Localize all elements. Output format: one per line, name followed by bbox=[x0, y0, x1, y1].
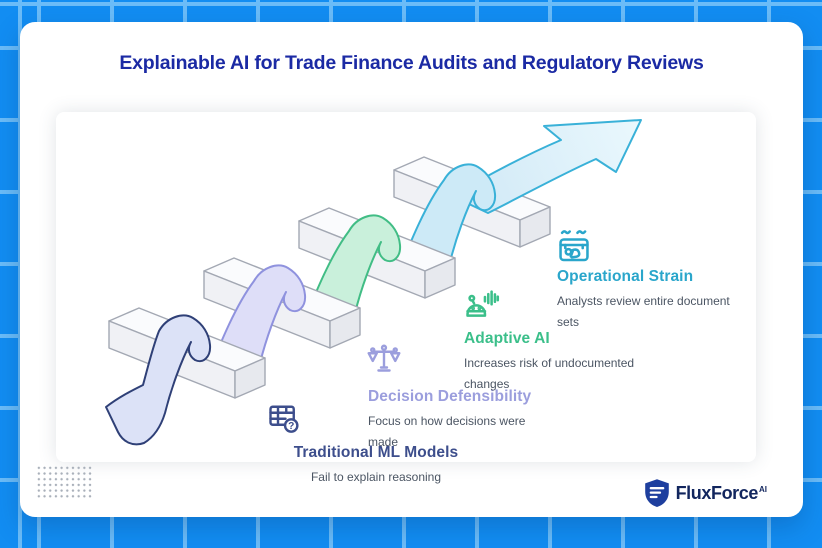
diagram-panel: ? Traditional ML Models Fail to explain … bbox=[56, 112, 756, 484]
stage-label-operational-strain: Operational Strain Analysts review entir… bbox=[557, 268, 749, 333]
brand-name: FluxForce bbox=[675, 482, 759, 503]
table-question-icon: ? bbox=[266, 400, 302, 436]
stage-description: Focus on how decisions were made bbox=[368, 414, 526, 449]
stage-heading: Decision Defensibility bbox=[368, 388, 532, 405]
balance-scales-icon bbox=[366, 342, 402, 378]
ai-voice-robot-icon bbox=[462, 284, 500, 322]
page-title: Explainable AI for Trade Finance Audits … bbox=[119, 52, 704, 74]
brand-logo: FluxForceAI bbox=[644, 478, 767, 508]
stage-description: Fail to explain reasoning bbox=[310, 470, 442, 484]
stage-heading: Traditional ML Models bbox=[293, 444, 459, 461]
stage-description: Analysts review entire document sets bbox=[557, 294, 730, 329]
ribbon-hurdles-diagram bbox=[105, 119, 642, 446]
stage-label-decision-defensibility: Decision Defensibility Focus on how deci… bbox=[368, 388, 536, 453]
ribbon-stage-1 bbox=[105, 314, 212, 446]
stage-description: Increases risk of undocumented changes bbox=[464, 356, 635, 391]
svg-text:?: ? bbox=[288, 421, 294, 432]
shield-icon bbox=[644, 479, 669, 507]
growth-arrow bbox=[451, 119, 642, 214]
dot-pattern-decoration bbox=[36, 465, 93, 499]
content-card: Explainable AI for Trade Finance Audits … bbox=[20, 22, 803, 517]
stage-label-traditional-ml: Traditional ML Models Fail to explain re… bbox=[226, 444, 526, 488]
brand-suffix: AI bbox=[759, 485, 767, 495]
overworked-person-icon bbox=[555, 226, 593, 264]
stage-heading: Adaptive AI bbox=[464, 330, 550, 347]
stage-label-adaptive-ai: Adaptive AI Increases risk of undocument… bbox=[464, 330, 644, 395]
stage-heading: Operational Strain bbox=[557, 268, 694, 285]
